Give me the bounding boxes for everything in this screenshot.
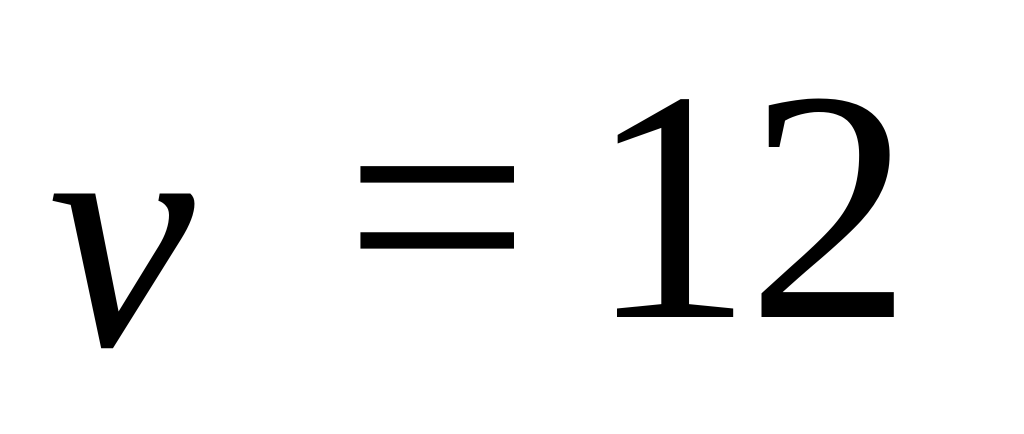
equation-value: 12 (588, 24, 912, 389)
equation-operator: = (344, 24, 531, 389)
equation-variable: v (48, 52, 195, 417)
